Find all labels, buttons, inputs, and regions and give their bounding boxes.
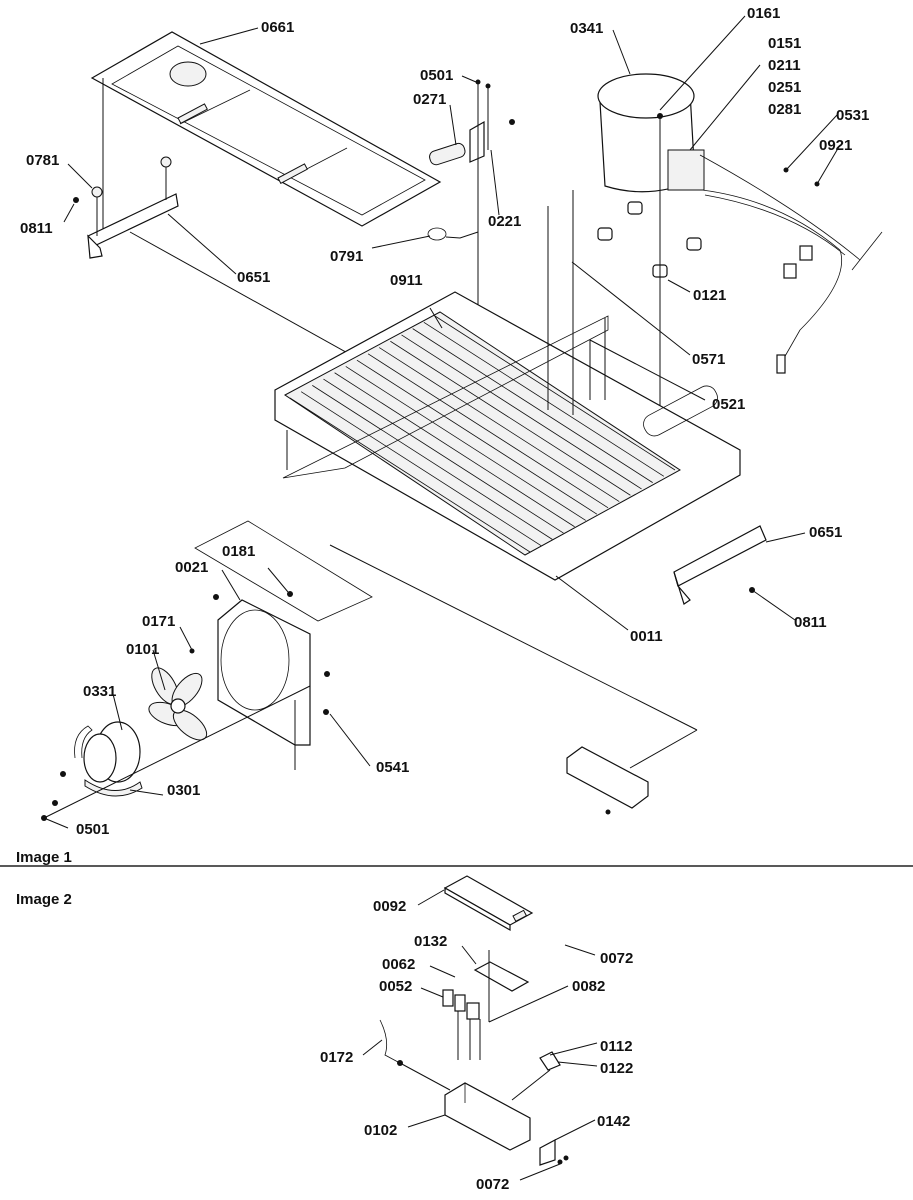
coil-line bbox=[434, 315, 676, 471]
leader-lines-image-2 bbox=[362, 889, 598, 1181]
relays-0052-0062 bbox=[442, 989, 481, 1060]
callout-0271: 0271 bbox=[413, 91, 446, 108]
callout-labels-image-2: 0092 0072 0132 0062 0052 0082 0172 0112 … bbox=[320, 898, 633, 1193]
coil-line bbox=[323, 378, 564, 534]
callout-0072: 0072 bbox=[600, 950, 633, 967]
control-box bbox=[566, 746, 649, 815]
callout-0052: 0052 bbox=[379, 978, 412, 995]
callout-0301: 0301 bbox=[167, 782, 200, 799]
coil-line bbox=[390, 340, 631, 496]
callout-0571: 0571 bbox=[692, 351, 725, 368]
callout-0122: 0122 bbox=[600, 1060, 633, 1077]
bracket-0112-0122 bbox=[539, 1051, 561, 1071]
bracket-0651-right bbox=[673, 525, 767, 605]
callout-0072-bottom: 0072 bbox=[476, 1176, 509, 1193]
callout-0121: 0121 bbox=[693, 287, 726, 304]
callout-0172: 0172 bbox=[320, 1049, 353, 1066]
callout-0251: 0251 bbox=[768, 79, 801, 96]
coil-line bbox=[300, 391, 542, 547]
callout-0331: 0331 bbox=[83, 683, 116, 700]
coil-line bbox=[312, 385, 553, 540]
callout-0112: 0112 bbox=[600, 1038, 633, 1055]
callout-0281: 0281 bbox=[768, 101, 801, 118]
callout-0911: 0911 bbox=[390, 272, 423, 289]
section-title-image-1: Image 1 bbox=[16, 849, 72, 866]
callout-0101: 0101 bbox=[126, 641, 159, 658]
callout-0151: 0151 bbox=[768, 35, 801, 52]
coil-line bbox=[356, 359, 598, 515]
callout-0791: 0791 bbox=[330, 248, 363, 265]
callout-0011: 0011 bbox=[630, 628, 663, 645]
power-cord-0172 bbox=[379, 1019, 399, 1063]
cover-0092 bbox=[443, 875, 534, 932]
image-2-panel: Image 2 bbox=[16, 875, 633, 1193]
callout-0092: 0092 bbox=[373, 898, 406, 915]
junction-box-0102 bbox=[444, 1082, 531, 1151]
base-tray-0011 bbox=[274, 291, 741, 581]
callout-0541: 0541 bbox=[376, 759, 409, 776]
image-1-panel: 0661 0501 0271 0341 0161 0151 0211 0251 … bbox=[16, 5, 883, 866]
coil-line bbox=[367, 353, 609, 509]
callout-0811-right: 0811 bbox=[794, 614, 827, 631]
coil-line bbox=[412, 328, 653, 483]
callout-0021: 0021 bbox=[175, 559, 208, 576]
callout-0082: 0082 bbox=[572, 978, 605, 995]
callout-0132: 0132 bbox=[414, 933, 447, 950]
callout-0661: 0661 bbox=[261, 19, 294, 36]
callout-0102: 0102 bbox=[364, 1122, 397, 1139]
section-title-image-2: Image 2 bbox=[16, 891, 72, 908]
coil-line bbox=[345, 366, 586, 521]
callout-0781: 0781 bbox=[26, 152, 59, 169]
callout-0221: 0221 bbox=[488, 213, 521, 230]
callout-0501-bottom: 0501 bbox=[76, 821, 109, 838]
callout-0062: 0062 bbox=[382, 956, 415, 973]
coil-line bbox=[334, 372, 575, 528]
coil-line bbox=[289, 397, 531, 553]
callout-0181: 0181 bbox=[222, 543, 255, 560]
callout-0811: 0811 bbox=[20, 220, 53, 237]
bracket-0651-left bbox=[73, 156, 179, 259]
fan-shroud-0021 bbox=[189, 591, 330, 746]
callout-0161: 0161 bbox=[747, 5, 780, 22]
callout-0171: 0171 bbox=[142, 613, 175, 630]
callout-0651: 0651 bbox=[237, 269, 270, 286]
callout-labels-image-1: 0661 0501 0271 0341 0161 0151 0211 0251 … bbox=[20, 5, 869, 838]
callout-0501: 0501 bbox=[420, 67, 453, 84]
compressor-0341 bbox=[597, 73, 705, 460]
clamp-0791 bbox=[427, 227, 447, 241]
fan-motor-0331 bbox=[41, 721, 143, 821]
wiring-harness bbox=[699, 154, 883, 374]
callout-0142: 0142 bbox=[597, 1113, 630, 1130]
clip-0142 bbox=[539, 1139, 556, 1166]
callout-0921: 0921 bbox=[819, 137, 852, 154]
callout-0211: 0211 bbox=[768, 57, 801, 74]
callout-0341: 0341 bbox=[570, 20, 603, 37]
leader-lines-image-1 bbox=[43, 15, 841, 829]
coil-line bbox=[401, 334, 642, 490]
top-cover-panel-0661 bbox=[90, 31, 442, 227]
coil-line bbox=[379, 347, 620, 502]
fan-blade-0101 bbox=[148, 667, 208, 741]
callout-0531: 0531 bbox=[836, 107, 869, 124]
callout-0521: 0521 bbox=[712, 396, 745, 413]
plate-0132 bbox=[473, 961, 530, 992]
coil-line bbox=[423, 321, 665, 477]
callout-0651-right: 0651 bbox=[809, 524, 842, 541]
